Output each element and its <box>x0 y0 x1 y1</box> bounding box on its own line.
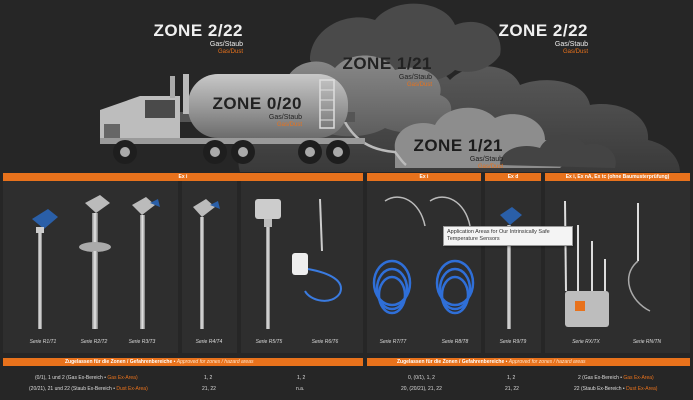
zones-gas-en: Gas Ex-Area) <box>623 375 654 381</box>
series-label-rn: Serie RN/TN <box>632 339 662 345</box>
series-label-r4: Serie R4/T4 <box>195 339 223 345</box>
series-label-r8: Serie R8/T8 <box>441 339 469 345</box>
zones-row-r1-r3-dust: (20/21), 21 und 22 (Staub Ex-Bereich • D… <box>29 386 148 392</box>
series-label-r7: Serie R7/T7 <box>379 339 407 345</box>
category-bar-ex-i: Ex i <box>3 173 363 181</box>
tank-truck-graphic <box>100 74 365 164</box>
zones-row-r1-r3-gas: (0/1), 1 und 2 (Gas Ex-Bereich • Gas Ex-… <box>35 375 138 381</box>
approved-zones-de: Zugelassen für die Zonen / Gefahrenberei… <box>65 359 173 365</box>
zone-illustration: ZONE 2/22 Gas/Staub Gas/Dust ZONE 1/21 G… <box>0 0 693 172</box>
series-label-rx: Serie RX/TX <box>572 339 600 345</box>
zones-row-r9-dust: 21, 22 <box>505 386 519 392</box>
zone-label-1-21-bottom: ZONE 1/21 Gas/Staub Gas/Dust <box>413 137 503 170</box>
zone-title: ZONE 2/22 <box>498 21 588 40</box>
zones-dust-text: 22 (Staub Ex-Bereich <box>574 386 622 392</box>
sensor-rx-tx <box>564 200 609 327</box>
approved-zones-en: Approved for zones / hazard areas <box>508 359 586 365</box>
sensor-rn-tn <box>627 203 651 312</box>
zones-row-r7-r8-gas: 0, (0/1), 1, 2 <box>408 375 435 381</box>
zone-dust-label: Gas/Dust <box>562 49 588 55</box>
sensor-r4-t4 <box>193 199 220 329</box>
zones-gas-text: 2 (Gas Ex-Bereich <box>578 375 619 381</box>
sensor-r1-t1 <box>32 209 58 329</box>
product-panel-r7-r8 <box>367 181 481 353</box>
zone-title: ZONE 2/22 <box>153 21 243 40</box>
zones-row-r7-r8-dust: 20, (20/21), 21, 22 <box>401 386 442 392</box>
sensor-r9-t9 <box>500 207 522 329</box>
zones-gas-en: Gas Ex-Area) <box>107 375 138 381</box>
clouds-and-truck-graphic <box>100 3 680 172</box>
sensor-r2-t2 <box>79 195 111 329</box>
series-label-r6: Serie R6/T6 <box>311 339 339 345</box>
zone-title: ZONE 1/21 <box>342 54 432 73</box>
series-label-r5: Serie R5/T5 <box>255 339 283 345</box>
zones-row-r5-r6-gas: 1, 2 <box>297 375 306 381</box>
zone-gas-label: Gas/Staub <box>398 74 432 81</box>
sensor-r7-t7 <box>372 196 426 315</box>
approved-zones-bar-right: Zugelassen für die Zonen / Gefahrenberei… <box>367 358 690 366</box>
zones-row-r5-r6-dust: n.a. <box>296 386 305 392</box>
zones-row-rx-rn-gas: 2 (Gas Ex-Bereich • Gas Ex-Area) <box>578 375 654 381</box>
zones-row-r9-gas: 1, 2 <box>507 375 516 381</box>
zones-dust-en: Dust Ex-Area) <box>626 386 658 392</box>
sensor-r6-t6 <box>292 198 342 302</box>
zone-label-0-20: ZONE 0/20 Gas/Staub Gas/Dust <box>210 95 302 128</box>
sensor-r5-t5 <box>255 199 281 329</box>
zone-title: ZONE 0/20 <box>212 94 302 113</box>
category-bar-ex-i-cable: Ex i <box>367 173 481 181</box>
zones-row-r4-dust: 21, 22 <box>202 386 216 392</box>
zone-gas-label: Gas/Staub <box>469 156 503 163</box>
approved-zones-en: Approved for zones / hazard areas <box>176 359 254 365</box>
zones-gas-text: (0/1), 1 und 2 (Gas Ex-Bereich <box>35 375 103 381</box>
zone-dust-label: Gas/Dust <box>406 82 432 88</box>
series-label-r2: Serie R2/T2 <box>80 339 108 345</box>
series-label-r3: Serie R3/T3 <box>128 339 156 345</box>
zones-dust-text: (20/21), 21 und 22 (Staub Ex-Bereich <box>29 386 112 392</box>
sensor-products-graphic <box>32 195 651 329</box>
zone-dust-label: Gas/Dust <box>217 49 243 55</box>
series-label-r9: Serie R9/T9 <box>499 339 527 345</box>
sensor-r8-t8 <box>429 196 475 315</box>
zone-gas-label: Gas/Staub <box>268 114 302 121</box>
image-tooltip: Application Areas for Our Intrinsically … <box>443 226 573 246</box>
zone-gas-label: Gas/Staub <box>209 41 243 48</box>
zone-dust-label: Gas/Dust <box>477 164 503 170</box>
category-bar-ex-d: Ex d <box>485 173 541 181</box>
category-bar-ex-na: Ex i, Ex nA, Ex tc (ohne Baumusterprüfun… <box>545 173 690 181</box>
zone-title: ZONE 1/21 <box>413 136 503 155</box>
zone-label-1-21-top: ZONE 1/21 Gas/Staub Gas/Dust <box>336 55 432 88</box>
zone-label-2-22-left: ZONE 2/22 Gas/Staub Gas/Dust <box>150 22 243 55</box>
zones-row-rx-rn-dust: 22 (Staub Ex-Bereich • Dust Ex-Area) <box>574 386 658 392</box>
sensor-r3-t3 <box>132 197 160 329</box>
zone-gas-label: Gas/Staub <box>554 41 588 48</box>
zone-label-2-22-right: ZONE 2/22 Gas/Staub Gas/Dust <box>496 22 588 55</box>
zones-row-r4-gas: 1, 2 <box>204 375 213 381</box>
approved-zones-de: Zugelassen für die Zonen / Gefahrenberei… <box>397 359 505 365</box>
approved-zones-bar-left: Zugelassen für die Zonen / Gefahrenberei… <box>3 358 363 366</box>
zones-dust-en: Dust Ex-Area) <box>116 386 148 392</box>
zone-dust-label: Gas/Dust <box>276 122 302 128</box>
series-label-r1: Serie R1/T1 <box>29 339 57 345</box>
